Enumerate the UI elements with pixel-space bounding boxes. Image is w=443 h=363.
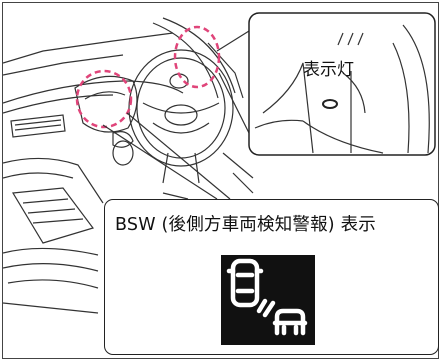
cluster-highlight-circle [75, 69, 133, 129]
indicator-lamp-label: 表示灯 [303, 60, 354, 80]
mirror-highlight-circle [173, 25, 221, 89]
illustration-frame: 表示灯 BSW (後側方車両検知警報) 表示 [2, 2, 439, 359]
mirror-inset-panel [248, 12, 436, 156]
bsw-display-callout: BSW (後側方車両検知警報) 表示 [104, 199, 439, 355]
callout-title: BSW (後側方車両検知警報) 表示 [115, 215, 376, 235]
bsw-indicator-icon [226, 258, 308, 336]
bsw-indicator-panel [221, 255, 315, 345]
mirror-indicator-lamp-icon [322, 99, 338, 109]
car-dashboard-illustration [3, 12, 436, 314]
